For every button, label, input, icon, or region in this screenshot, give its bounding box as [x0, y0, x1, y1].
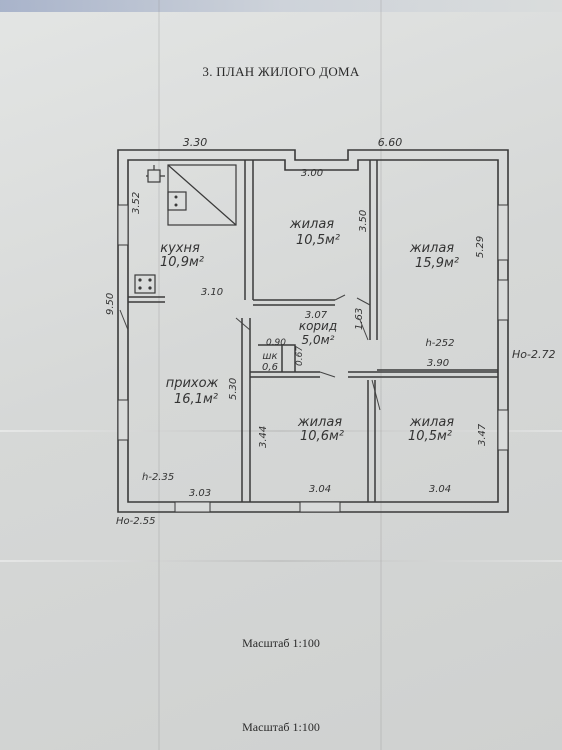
top-edge-strip [0, 0, 562, 12]
dim-label: 3.44 [258, 426, 269, 448]
room-area-closet: 0,6 [262, 362, 278, 373]
room-area-corridor: 5,0м² [302, 333, 335, 347]
page-title: 3. ПЛАН ЖИЛОГО ДОМА [202, 64, 360, 79]
ceiling-height-label: h-2.35 [142, 472, 174, 483]
room-name-kitchen: кухня [160, 241, 200, 256]
door-swings [119, 294, 381, 411]
dim-label: 9.50 [105, 293, 116, 315]
dim-label: 0.90 [266, 338, 286, 348]
dim-label: 3.03 [189, 488, 211, 499]
room-area-living1: 10,5м² [296, 233, 340, 248]
paper-fold [0, 560, 562, 562]
dim-label: 3.50 [358, 210, 369, 232]
room-name-living3: жилая [297, 415, 342, 430]
windows [117, 204, 509, 513]
dim-label: 3.04 [429, 484, 451, 495]
dim-label: 0.67 [295, 346, 305, 366]
kitchen-fixtures [134, 164, 237, 294]
dim-label: 3.10 [201, 287, 223, 298]
outer-height-label: Hо-2.72 [512, 348, 555, 361]
dim-label: 5.29 [475, 236, 486, 258]
ceiling-height-label: h-252 [425, 338, 454, 349]
dim-label: 3.47 [477, 423, 488, 446]
interior-walls [128, 160, 498, 502]
outer-walls [117, 149, 509, 513]
dim-label: 1.63 [354, 308, 365, 330]
room-area-hall: 16,1м² [174, 392, 218, 407]
room-name-living2: жилая [409, 241, 454, 256]
dimension-labels: 3.30 6.60 3.00 3.52 3.50 5.29 9.50 3.10 … [105, 136, 555, 527]
stove-burners [138, 195, 178, 290]
room-name-closet: шк [262, 351, 277, 362]
dim-label: 5.30 [228, 378, 239, 400]
dim-label: 3.30 [183, 136, 208, 149]
paper-fold [380, 0, 382, 750]
room-name-corridor: корид [299, 319, 337, 333]
dim-label: 6.60 [378, 136, 403, 149]
room-area-living2: 15,9м² [415, 256, 459, 271]
dim-label: 3.52 [131, 192, 142, 214]
paper-fold [0, 430, 562, 432]
room-area-living4: 10,5м² [408, 429, 452, 444]
scale-label-top: Масштаб 1:100 [242, 636, 320, 650]
dim-label: 3.04 [309, 484, 331, 495]
dim-label: 3.07 [305, 310, 328, 321]
dim-label: 3.00 [301, 168, 323, 179]
room-name-living4: жилая [409, 415, 454, 430]
room-area-kitchen: 10,9м² [160, 255, 204, 270]
room-labels: кухня 10,9м² жилая 10,5м² жилая 15,9м² к… [160, 217, 459, 444]
paper-fold [158, 0, 160, 750]
dim-label: 3.90 [427, 358, 449, 369]
scale-label-bottom: Масштаб 1:100 [242, 720, 320, 734]
room-name-hall: прихож [166, 376, 219, 391]
room-area-living3: 10,6м² [300, 429, 344, 444]
room-name-living1: жилая [289, 217, 334, 232]
outer-height-label: Hо-2.55 [116, 516, 156, 527]
